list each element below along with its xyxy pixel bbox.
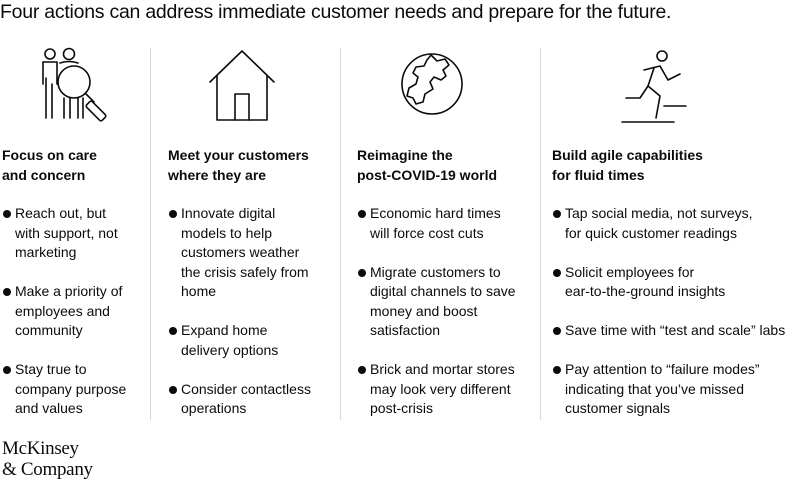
bullet-item: Save time with “test and scale” labs: [552, 321, 802, 341]
globe-icon: [401, 48, 477, 126]
mckinsey-logo: McKinsey & Company: [2, 438, 93, 480]
bullet-item: Tap social media, not surveys, for quick…: [552, 204, 802, 243]
column-heading: Meet your customers where they are: [168, 147, 309, 183]
bullet-item: Pay attention to “failure modes” indicat…: [552, 360, 802, 419]
logo-line: McKinsey: [2, 438, 79, 459]
column-heading: Build agile capabilities for fluid times: [552, 147, 703, 183]
column-heading: Focus on care and concern: [2, 147, 97, 183]
people-magnifier-icon: [36, 47, 116, 126]
house-icon: [208, 48, 276, 126]
bullet-item: Brick and mortar stores may look very di…: [357, 360, 539, 419]
bullet-item: Migrate customers to digital channels to…: [357, 263, 539, 341]
action-column-meet-customers: Meet your customers where they are Innov…: [168, 48, 340, 420]
column-divider: [150, 48, 151, 420]
bullet-item: Reach out, but with support, not marketi…: [2, 204, 148, 263]
column-heading: Reimagine the post-COVID-19 world: [357, 147, 498, 183]
bullet-item: Economic hard times will force cost cuts: [357, 204, 539, 243]
bullet-list: Economic hard times will force cost cuts…: [357, 204, 539, 419]
bullet-item: Make a priority of employees and communi…: [2, 282, 148, 341]
bullet-list: Innovate digital models to help customer…: [168, 204, 340, 419]
running-person-icon: [618, 48, 690, 126]
action-column-reimagine: Reimagine the post-COVID-19 world Econom…: [357, 48, 539, 420]
bullet-item: Stay true to company purpose and values: [2, 360, 148, 419]
action-column-care: Focus on care and concern Reach out, but…: [2, 47, 148, 420]
action-column-agile: Build agile capabilities for fluid times…: [552, 48, 802, 420]
bullet-list: Reach out, but with support, not marketi…: [2, 204, 148, 419]
bullet-item: Consider contactless operations: [168, 380, 340, 419]
bullet-item: Solicit employees for ear-to-the-ground …: [552, 263, 802, 302]
page-title: Four actions can address immediate custo…: [0, 1, 672, 23]
bullet-item: Expand home delivery options: [168, 321, 340, 360]
column-divider: [540, 48, 541, 420]
logo-line: & Company: [2, 459, 93, 480]
column-divider: [340, 48, 341, 420]
bullet-item: Innovate digital models to help customer…: [168, 204, 340, 302]
bullet-list: Tap social media, not surveys, for quick…: [552, 204, 802, 419]
